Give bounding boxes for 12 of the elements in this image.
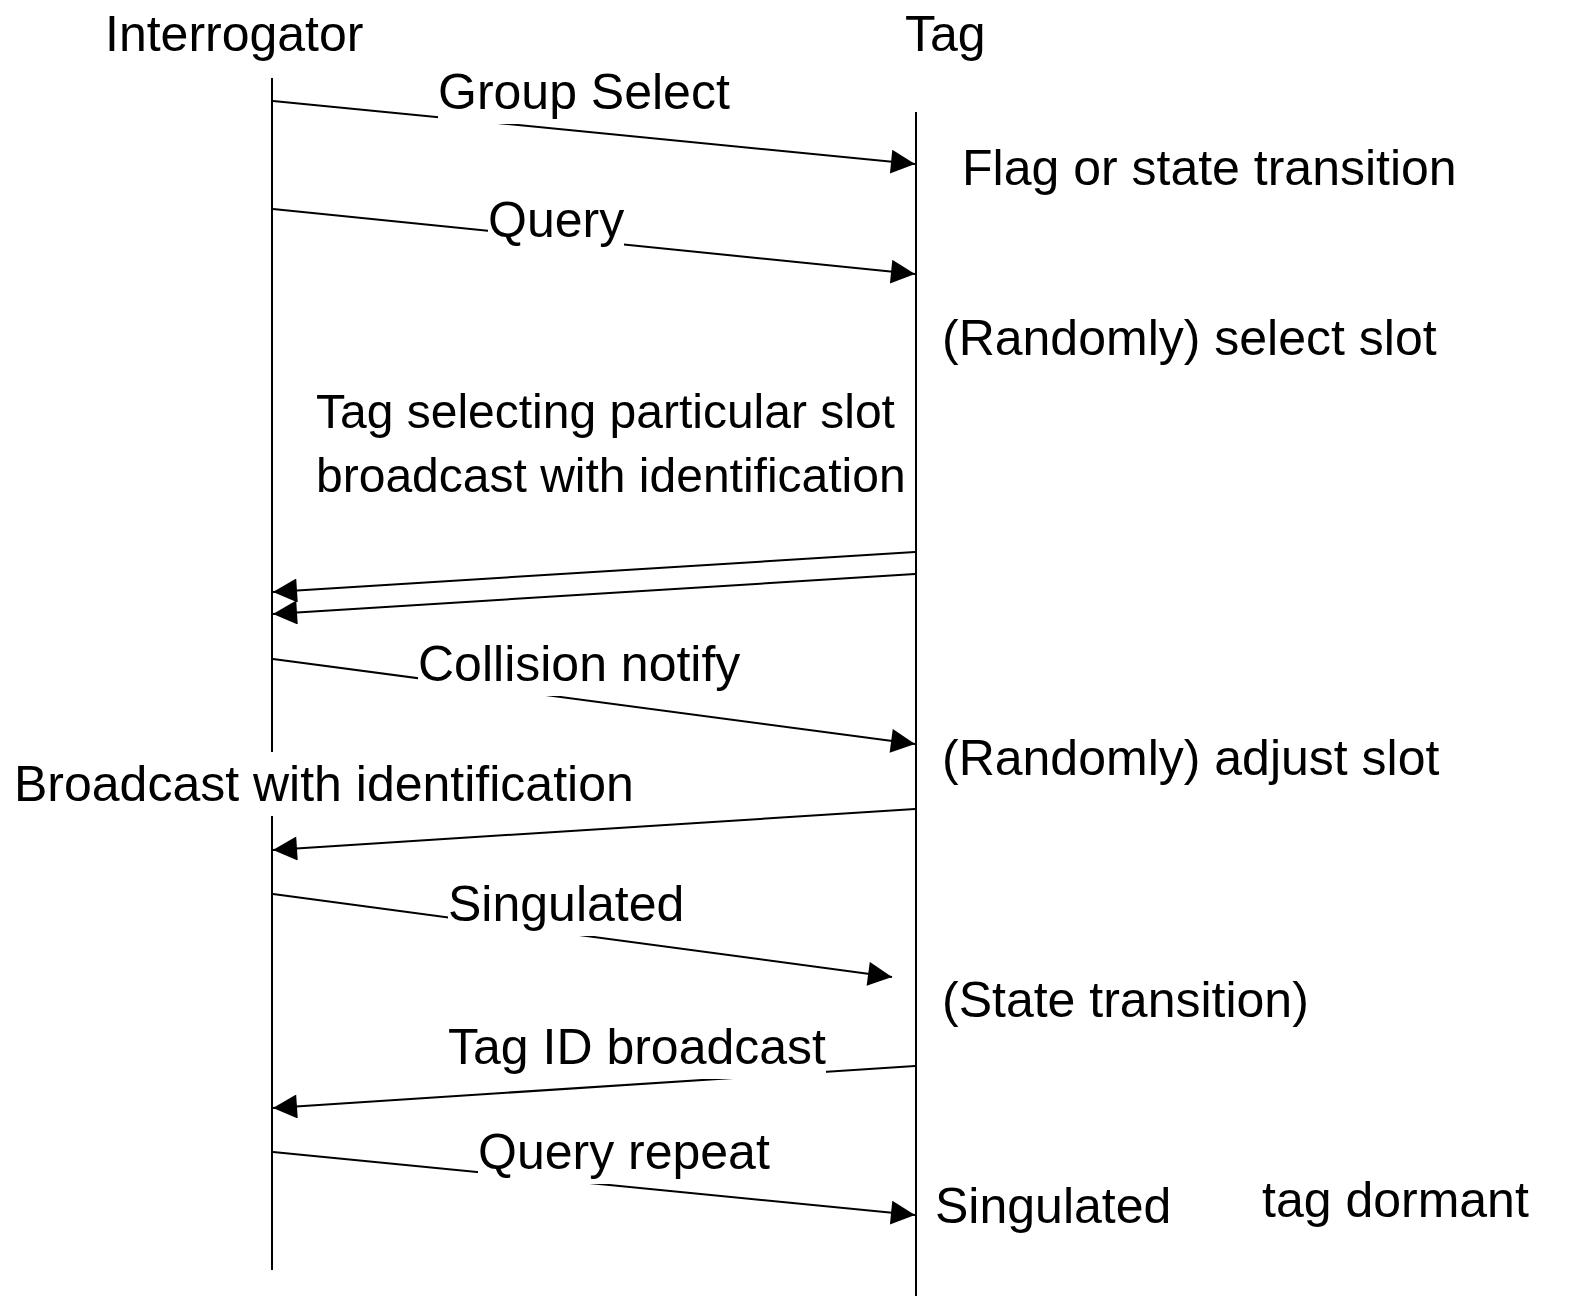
state-note: (State transition): [942, 972, 1309, 1028]
state-note: (Randomly) select slot: [942, 310, 1437, 366]
state-note: tag dormant: [1262, 1172, 1529, 1228]
message-arrow: [272, 808, 916, 861]
participant-name: Tag: [905, 8, 986, 60]
message-arrow: [272, 551, 916, 603]
participant-name: Interrogator: [105, 8, 364, 60]
state-note: Flag or state transition: [962, 140, 1457, 196]
message-arrow: [272, 573, 916, 625]
state-note: Singulated: [935, 1178, 1172, 1234]
message-arrow: [272, 100, 916, 174]
state-note: (Randomly) adjust slot: [942, 730, 1440, 786]
